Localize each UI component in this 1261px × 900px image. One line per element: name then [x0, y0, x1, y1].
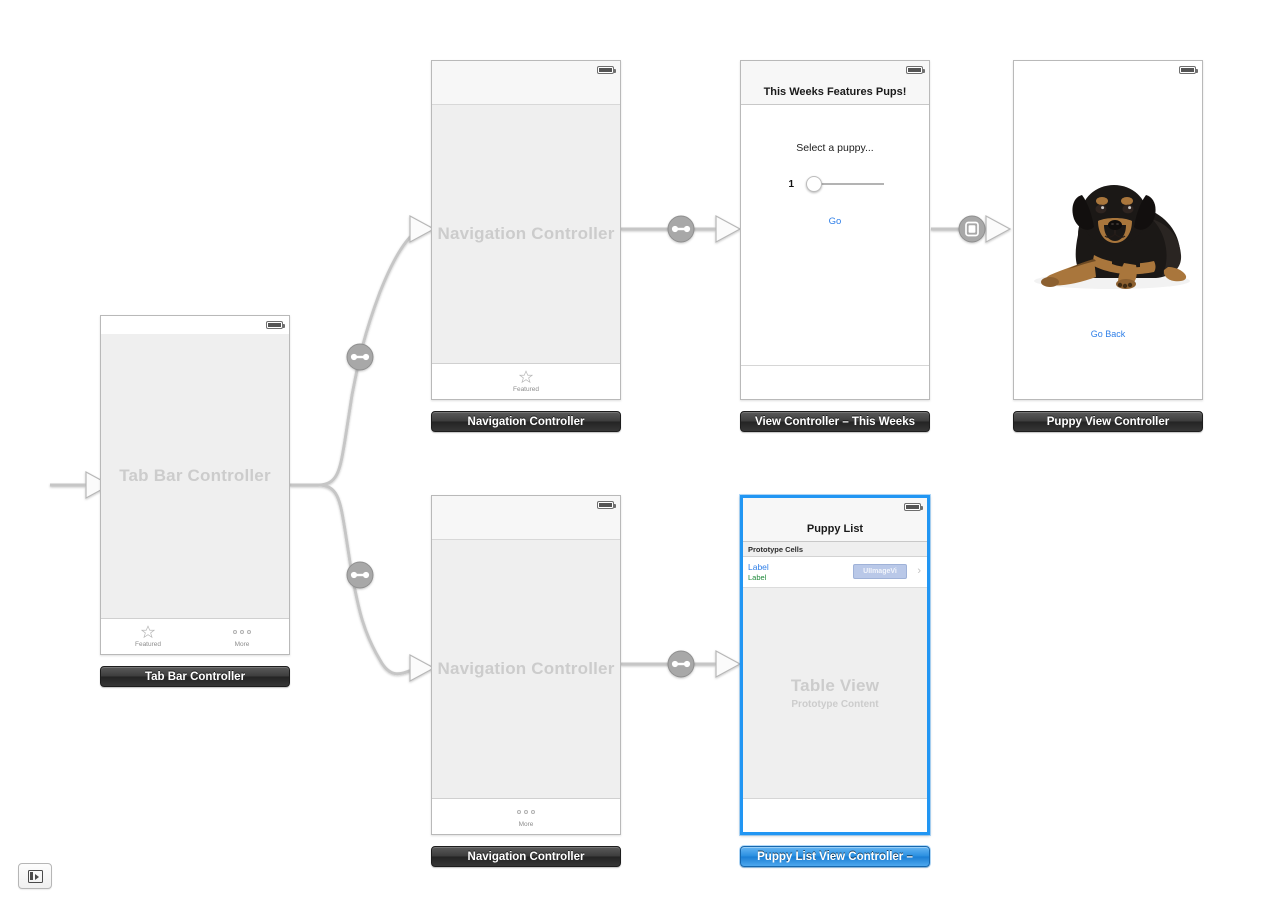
status-bar	[1014, 61, 1202, 79]
wire-nav-bottom-to-puppy-list	[621, 649, 742, 679]
battery-icon	[1179, 66, 1198, 74]
document-outline-icon	[27, 869, 43, 883]
view-body: Go Back	[1014, 79, 1202, 399]
scene-label-puppy-list-view-controller[interactable]: Puppy List View Controller –	[740, 846, 930, 867]
bottom-bar	[741, 365, 929, 399]
scene-ghost-title: Tab Bar Controller	[119, 466, 271, 485]
tab-item-more[interactable]: More	[432, 805, 620, 828]
scene-ghost-title: Navigation Controller	[437, 224, 615, 243]
modal-segue-icon	[958, 215, 986, 243]
scene-ghost-title: Navigation Controller	[437, 659, 615, 678]
more-dots-icon	[233, 625, 251, 639]
battery-icon	[266, 321, 285, 329]
scene-label-tab-bar-controller[interactable]: Tab Bar Controller	[100, 666, 290, 687]
device-frame[interactable]: Navigation Controller More	[431, 495, 621, 835]
tab-label: More	[234, 641, 250, 648]
bottom-bar	[743, 798, 927, 832]
scene-puppy-view-controller[interactable]: Go Back Puppy View Controller	[1013, 60, 1203, 432]
scene-view-controller-this-weeks[interactable]: This Weeks Features Pups! Select a puppy…	[740, 60, 930, 432]
view-body: Navigation Controller	[432, 105, 620, 363]
status-bar	[743, 498, 927, 516]
view-body: Tab Bar Controller	[101, 334, 289, 618]
scene-label-navigation-controller-top[interactable]: Navigation Controller	[431, 411, 621, 432]
battery-icon	[597, 501, 616, 509]
status-bar	[101, 316, 289, 334]
prototype-cell[interactable]: Label Label UIImageVi ›	[743, 557, 927, 588]
navigation-bar[interactable]: This Weeks Features Pups!	[741, 79, 929, 105]
wire-nav-top-to-this-weeks	[621, 214, 742, 244]
tab-bar[interactable]: More	[432, 798, 620, 834]
puppy-photo-imageview	[1020, 163, 1198, 303]
slider-track	[814, 183, 884, 185]
tab-item-featured[interactable]: Featured	[101, 625, 195, 648]
device-frame[interactable]: Go Back	[1013, 60, 1203, 400]
go-back-button[interactable]: Go Back	[1090, 329, 1126, 339]
view-body: Select a puppy... 1 Go	[741, 105, 929, 365]
navigation-bar-title: Puppy List	[806, 522, 864, 535]
document-outline-toggle-button[interactable]	[18, 863, 52, 889]
battery-icon	[904, 503, 923, 511]
relationship-segue-icon	[346, 561, 374, 589]
chevron-right-icon: ›	[917, 565, 921, 577]
slider-value-label: 1	[788, 178, 794, 190]
tab-label: Featured	[512, 386, 540, 393]
device-frame[interactable]: Puppy List Prototype Cells Label Label U…	[740, 495, 930, 835]
puppy-slider[interactable]	[806, 176, 884, 192]
status-bar	[432, 496, 620, 514]
tab-item-featured[interactable]: Featured	[432, 370, 620, 393]
scene-navigation-controller-bottom[interactable]: Navigation Controller More Navigation Co…	[431, 495, 621, 867]
select-a-puppy-label: Select a puppy...	[796, 142, 874, 154]
go-button[interactable]: Go	[828, 216, 842, 227]
star-icon	[141, 625, 155, 639]
status-bar	[432, 61, 620, 79]
device-frame[interactable]: Tab Bar Controller Featured More	[100, 315, 290, 655]
prototype-cell-labels: Label Label	[748, 562, 769, 582]
relationship-segue-icon	[667, 650, 695, 678]
scene-label-navigation-controller-bottom[interactable]: Navigation Controller	[431, 846, 621, 867]
view-body: Navigation Controller	[432, 540, 620, 798]
device-frame[interactable]: This Weeks Features Pups! Select a puppy…	[740, 60, 930, 400]
navigation-bar[interactable]	[432, 514, 620, 540]
cell-title-label: Label	[748, 562, 769, 572]
more-dots-icon	[517, 805, 535, 819]
slider-knob[interactable]	[806, 176, 822, 192]
cell-image-view-placeholder[interactable]: UIImageVi	[853, 564, 907, 579]
relationship-segue-icon	[667, 215, 695, 243]
wire-this-weeks-to-puppy	[931, 214, 1012, 244]
puppy-image-container: Go Back	[1014, 79, 1202, 399]
battery-icon	[597, 66, 616, 74]
scene-navigation-controller-top[interactable]: Navigation Controller Featured Navigatio…	[431, 60, 621, 432]
battery-icon	[906, 66, 925, 74]
device-frame[interactable]: Navigation Controller Featured	[431, 60, 621, 400]
scene-tab-bar-controller[interactable]: Tab Bar Controller Featured More Ta	[100, 315, 290, 687]
tab-item-more[interactable]: More	[195, 625, 289, 648]
navigation-bar[interactable]	[432, 79, 620, 105]
scene-ghost-subtitle: Prototype Content	[791, 699, 879, 710]
star-icon	[519, 370, 533, 384]
scene-label-puppy-view-controller[interactable]: Puppy View Controller	[1013, 411, 1203, 432]
tab-bar[interactable]: Featured	[432, 363, 620, 399]
tab-label: Featured	[134, 641, 162, 648]
status-bar	[741, 61, 929, 79]
navigation-bar[interactable]: Puppy List	[743, 516, 927, 542]
relationship-segue-icon	[346, 343, 374, 371]
tabbar-branch-wires	[290, 228, 419, 676]
scene-label-view-controller-this-weeks[interactable]: View Controller – This Weeks	[740, 411, 930, 432]
table-view-body: Table View Prototype Content	[743, 588, 927, 798]
scene-ghost-title: Table View	[790, 676, 880, 695]
tab-label: More	[518, 821, 534, 828]
prototype-cells-header: Prototype Cells	[743, 542, 927, 557]
puppy-slider-row[interactable]: 1	[786, 176, 884, 192]
navigation-bar-title: This Weeks Features Pups!	[763, 85, 907, 98]
cell-detail-label: Label	[748, 573, 767, 582]
scene-puppy-list-view-controller[interactable]: Puppy List Prototype Cells Label Label U…	[740, 495, 930, 867]
tab-bar[interactable]: Featured More	[101, 618, 289, 654]
